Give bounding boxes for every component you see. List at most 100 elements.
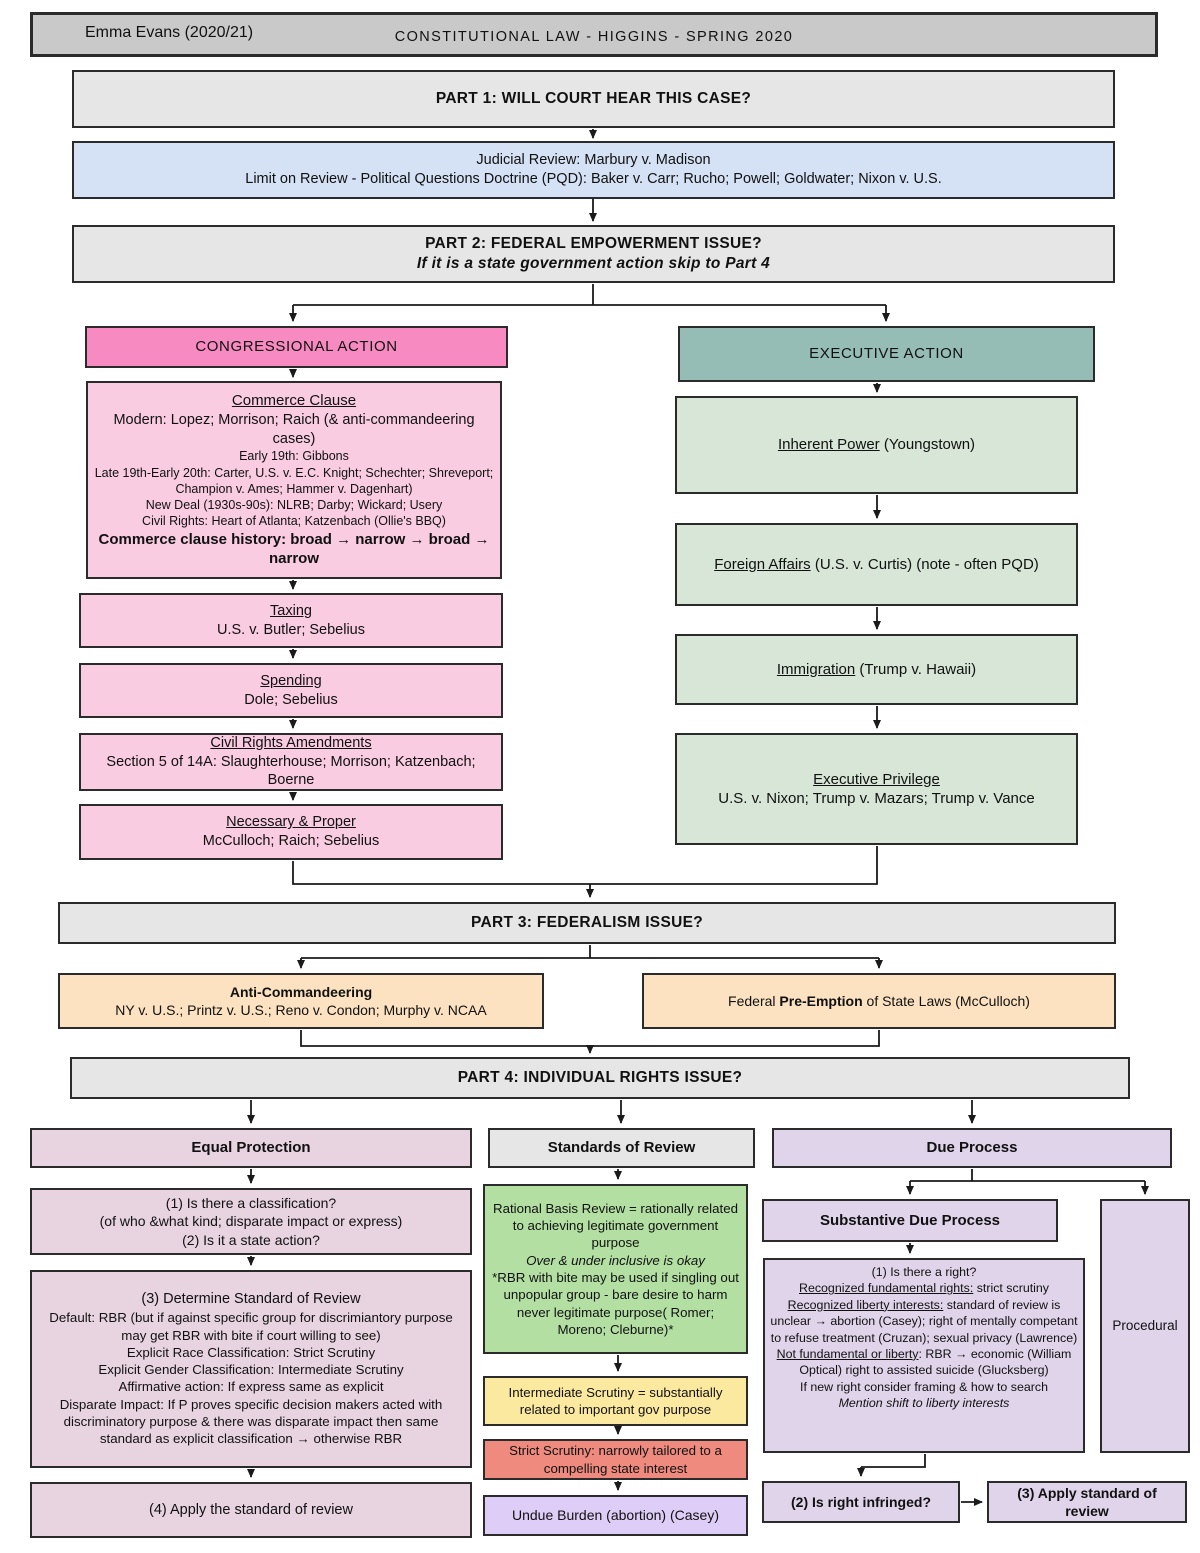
intermediate-scrutiny-label: Intermediate Scrutiny = substantially re… bbox=[508, 1384, 723, 1417]
dp-apply-box: (3) Apply standard of review bbox=[987, 1481, 1187, 1523]
dp-fundamental-rest: strict scrutiny bbox=[973, 1281, 1049, 1296]
undue-burden-label: Undue Burden (abortion) (Casey) bbox=[512, 1507, 719, 1524]
inherent-power-box: Inherent Power (Youngstown) bbox=[675, 396, 1078, 494]
part1-box: PART 1: WILL COURT HEAR THIS CASE? bbox=[72, 70, 1115, 128]
ep-determine-gender: Explicit Gender Classification: Intermed… bbox=[98, 1362, 404, 1378]
civil-rights-amendments-title: Civil Rights Amendments bbox=[210, 734, 372, 751]
executive-privilege-cases: U.S. v. Nixon; Trump v. Mazars; Trump v.… bbox=[718, 790, 1035, 807]
dp-right-mention: Mention shift to liberty interests bbox=[838, 1396, 1010, 1410]
part3-title: PART 3: FEDERALISM ISSUE? bbox=[471, 913, 703, 931]
spending-title: Spending bbox=[260, 672, 322, 689]
foreign-affairs-box: Foreign Affairs (U.S. v. Curtis) (note -… bbox=[675, 523, 1078, 606]
necessary-proper-title: Necessary & Proper bbox=[226, 814, 356, 831]
commerce-late: Late 19th-Early 20th: Carter, U.S. v. E.… bbox=[94, 465, 494, 496]
rational-basis-line2: Over & under inclusive is okay bbox=[526, 1252, 705, 1268]
federal-preemption-bold: Pre-Emption bbox=[779, 992, 863, 1009]
civil-rights-amendments-box: Civil Rights Amendments Section 5 of 14A… bbox=[79, 733, 503, 791]
dp-right-box: (1) Is there a right? Recognized fundame… bbox=[763, 1258, 1085, 1453]
dp-not-rest: : RBR → economic (William Optical) right… bbox=[799, 1346, 1072, 1378]
dp-infringed-box: (2) Is right infringed? bbox=[762, 1481, 960, 1523]
ep-classification-box: (1) Is there a classification? (of who &… bbox=[30, 1188, 472, 1255]
inherent-power-title: Inherent Power bbox=[777, 436, 880, 454]
necessary-proper-box: Necessary & Proper McCulloch; Raich; Seb… bbox=[79, 804, 503, 860]
dp-liberty-label: Recognized liberty interests: bbox=[787, 1297, 944, 1312]
federal-preemption-line: Federal Pre-Emption of State Laws (McCul… bbox=[728, 992, 1030, 1010]
immigration-title: Immigration bbox=[776, 660, 856, 678]
due-process-header: Due Process bbox=[772, 1128, 1172, 1168]
strict-scrutiny-box: Strict Scrutiny: narrowly tailored to a … bbox=[483, 1439, 748, 1480]
foreign-affairs-rest: (U.S. v. Curtis) (note - often PQD) bbox=[810, 555, 1039, 573]
anti-commandeering-title: Anti-Commandeering bbox=[229, 983, 373, 1000]
foreign-affairs-title: Foreign Affairs bbox=[714, 555, 811, 573]
equal-protection-label: Equal Protection bbox=[191, 1139, 311, 1157]
rational-basis-line1: Rational Basis Review = rationally relat… bbox=[492, 1200, 738, 1251]
rational-basis-box: Rational Basis Review = rationally relat… bbox=[483, 1184, 748, 1354]
part4-box: PART 4: INDIVIDUAL RIGHTS ISSUE? bbox=[70, 1057, 1130, 1099]
dp-liberty-rest: standard of review is unclear → abortion… bbox=[770, 1297, 1078, 1345]
dp-right-liberty: Recognized liberty interests: standard o… bbox=[770, 1297, 1078, 1346]
congressional-action-box: CONGRESSIONAL ACTION bbox=[85, 326, 508, 368]
standards-of-review-header: Standards of Review bbox=[488, 1128, 755, 1168]
federal-preemption-post: of State Laws (McCulloch) bbox=[862, 992, 1030, 1009]
ep-determine-default: Default: RBR (but if against specific gr… bbox=[49, 1310, 453, 1343]
intermediate-scrutiny-box: Intermediate Scrutiny = substantially re… bbox=[483, 1376, 748, 1426]
ep-determine-standard-box: (3) Determine Standard of Review Default… bbox=[30, 1270, 472, 1468]
immigration-rest: (Trump v. Hawaii) bbox=[855, 660, 977, 678]
judicial-review-line1: Judicial Review: Marbury v. Madison bbox=[476, 152, 711, 169]
commerce-civil-rights: Civil Rights: Heart of Atlanta; Katzenba… bbox=[142, 514, 446, 529]
executive-privilege-title: Executive Privilege bbox=[813, 770, 940, 788]
anti-commandeering-cases: NY v. U.S.; Printz v. U.S.; Reno v. Cond… bbox=[115, 1002, 487, 1018]
inherent-power-line: Inherent Power (Youngstown) bbox=[778, 435, 975, 455]
dp-fundamental-label: Recognized fundamental rights: bbox=[799, 1281, 974, 1296]
judicial-review-box: Judicial Review: Marbury v. Madison Limi… bbox=[72, 141, 1115, 199]
ep-apply-label: (4) Apply the standard of review bbox=[149, 1501, 353, 1518]
executive-action-label: EXECUTIVE ACTION bbox=[809, 345, 964, 363]
commerce-new-deal: New Deal (1930s-90s): NLRB; Darby; Wicka… bbox=[145, 498, 443, 513]
ep-determine-race: Explicit Race Classification: Strict Scr… bbox=[126, 1344, 376, 1360]
part4-title: PART 4: INDIVIDUAL RIGHTS ISSUE? bbox=[457, 1068, 743, 1086]
judicial-review-line2: Limit on Review - Political Questions Do… bbox=[245, 171, 942, 187]
part2-title: PART 2: FEDERAL EMPOWERMENT ISSUE? bbox=[425, 234, 762, 252]
executive-action-box: EXECUTIVE ACTION bbox=[678, 326, 1095, 382]
course-title: CONSTITUTIONAL LAW - HIGGINS - SPRING 20… bbox=[394, 29, 794, 46]
due-process-label: Due Process bbox=[926, 1139, 1018, 1157]
ep-apply-box: (4) Apply the standard of review bbox=[30, 1482, 472, 1538]
immigration-box: Immigration (Trump v. Hawaii) bbox=[675, 634, 1078, 705]
ep-determine-title: (3) Determine Standard of Review bbox=[141, 1291, 361, 1308]
part3-box: PART 3: FEDERALISM ISSUE? bbox=[58, 902, 1116, 944]
immigration-line: Immigration (Trump v. Hawaii) bbox=[777, 660, 976, 680]
standards-of-review-label: Standards of Review bbox=[547, 1139, 696, 1157]
commerce-clause-box: Commerce Clause Modern: Lopez; Morrison;… bbox=[86, 381, 502, 579]
dp-right-not-fundamental: Not fundamental or liberty: RBR → econom… bbox=[770, 1346, 1078, 1379]
ep-determine-affirmative: Affirmative action: If express same as e… bbox=[118, 1379, 384, 1395]
ep-classification-line1: (1) Is there a classification? bbox=[165, 1195, 337, 1212]
substantive-due-process-header: Substantive Due Process bbox=[762, 1199, 1058, 1242]
spending-box: Spending Dole; Sebelius bbox=[79, 663, 503, 718]
spending-cases: Dole; Sebelius bbox=[244, 691, 338, 708]
dp-infringed-label: (2) Is right infringed? bbox=[791, 1493, 931, 1510]
commerce-clause-title: Commerce Clause bbox=[231, 392, 357, 410]
congressional-action-label: CONGRESSIONAL ACTION bbox=[195, 338, 398, 356]
commerce-history: Commerce clause history: broad → narrow … bbox=[98, 530, 490, 568]
federal-preemption-pre: Federal bbox=[728, 992, 780, 1009]
inherent-power-rest: (Youngstown) bbox=[879, 436, 976, 454]
civil-rights-amendments-cases: Section 5 of 14A: Slaughterhouse; Morris… bbox=[106, 753, 476, 789]
dp-not-label: Not fundamental or liberty bbox=[776, 1346, 919, 1361]
necessary-proper-cases: McCulloch; Raich; Sebelius bbox=[202, 833, 380, 849]
equal-protection-header: Equal Protection bbox=[30, 1128, 472, 1168]
substantive-due-process-label: Substantive Due Process bbox=[819, 1211, 1001, 1229]
commerce-early: Early 19th: Gibbons bbox=[239, 449, 349, 464]
dp-right-fundamental: Recognized fundamental rights: strict sc… bbox=[770, 1280, 1078, 1296]
executive-privilege-box: Executive Privilege U.S. v. Nixon; Trump… bbox=[675, 733, 1078, 845]
taxing-cases: U.S. v. Butler; Sebelius bbox=[216, 621, 366, 638]
ep-classification-line2: (of who &what kind; disparate impact or … bbox=[99, 1213, 403, 1230]
dp-right-framing: If new right consider framing & how to s… bbox=[800, 1379, 1048, 1394]
author-name: Emma Evans (2020/21) bbox=[85, 24, 254, 41]
undue-burden-box: Undue Burden (abortion) (Casey) bbox=[483, 1495, 748, 1536]
part1-title: PART 1: WILL COURT HEAR THIS CASE? bbox=[435, 89, 752, 107]
procedural-label: Procedural bbox=[1112, 1318, 1178, 1334]
taxing-box: Taxing U.S. v. Butler; Sebelius bbox=[79, 593, 503, 648]
anti-commandeering-box: Anti-Commandeering NY v. U.S.; Printz v.… bbox=[58, 973, 544, 1029]
federal-preemption-box: Federal Pre-Emption of State Laws (McCul… bbox=[642, 973, 1116, 1029]
